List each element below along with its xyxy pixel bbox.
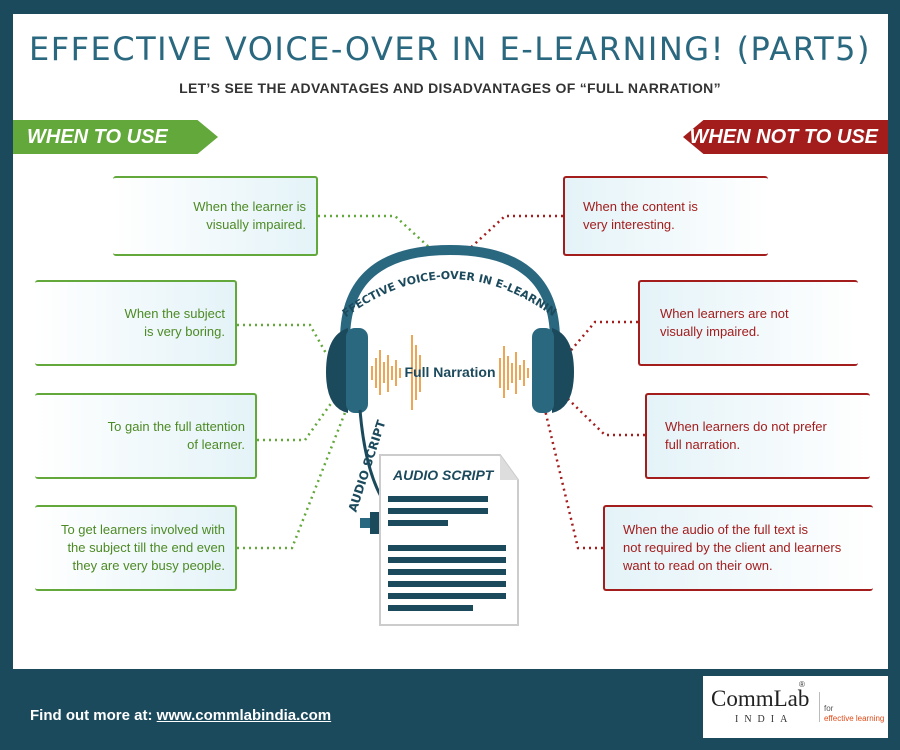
when-not-to-use-banner: WHEN NOT TO USE bbox=[683, 120, 888, 154]
headband-shape bbox=[340, 244, 560, 341]
page-title: EFFECTIVE VOICE-OVER IN E-LEARNING! (PAR… bbox=[29, 30, 871, 68]
footer-text: Find out more at: www.commlabindia.com bbox=[30, 707, 331, 724]
audio-jack-icon bbox=[360, 512, 380, 534]
registered-icon: ® bbox=[799, 680, 805, 689]
right-connectors bbox=[465, 214, 645, 550]
footer-url-link[interactable]: www.commlabindia.com bbox=[156, 707, 332, 724]
commlab-logo[interactable]: CommLab ® INDIA for effective learning bbox=[703, 676, 888, 738]
left-connectors bbox=[237, 214, 433, 550]
sound-wave-icon bbox=[371, 335, 529, 410]
audio-script-document-icon bbox=[379, 454, 519, 626]
document-title: AUDIO SCRIPT bbox=[392, 467, 495, 483]
full-narration-label: Full Narration bbox=[404, 364, 495, 380]
logo-divider bbox=[819, 692, 820, 722]
logo-name: CommLab bbox=[711, 686, 810, 711]
headband-arc-text: EFFECTIVE VOICE-OVER IN E-LEARNING bbox=[0, 0, 559, 320]
logo-sub: INDIA bbox=[735, 714, 794, 725]
right-earcup-icon bbox=[532, 328, 574, 413]
when-to-use-banner: WHEN TO USE bbox=[13, 120, 218, 154]
footer-prefix: Find out more at: bbox=[30, 707, 153, 724]
page-subtitle: LET’S SEE THE ADVANTAGES AND DISADVANTAG… bbox=[179, 80, 721, 96]
logo-tagline-2: effective learning bbox=[824, 714, 885, 723]
left-earcup-icon bbox=[326, 328, 368, 413]
logo-tagline-1: for bbox=[824, 704, 834, 713]
